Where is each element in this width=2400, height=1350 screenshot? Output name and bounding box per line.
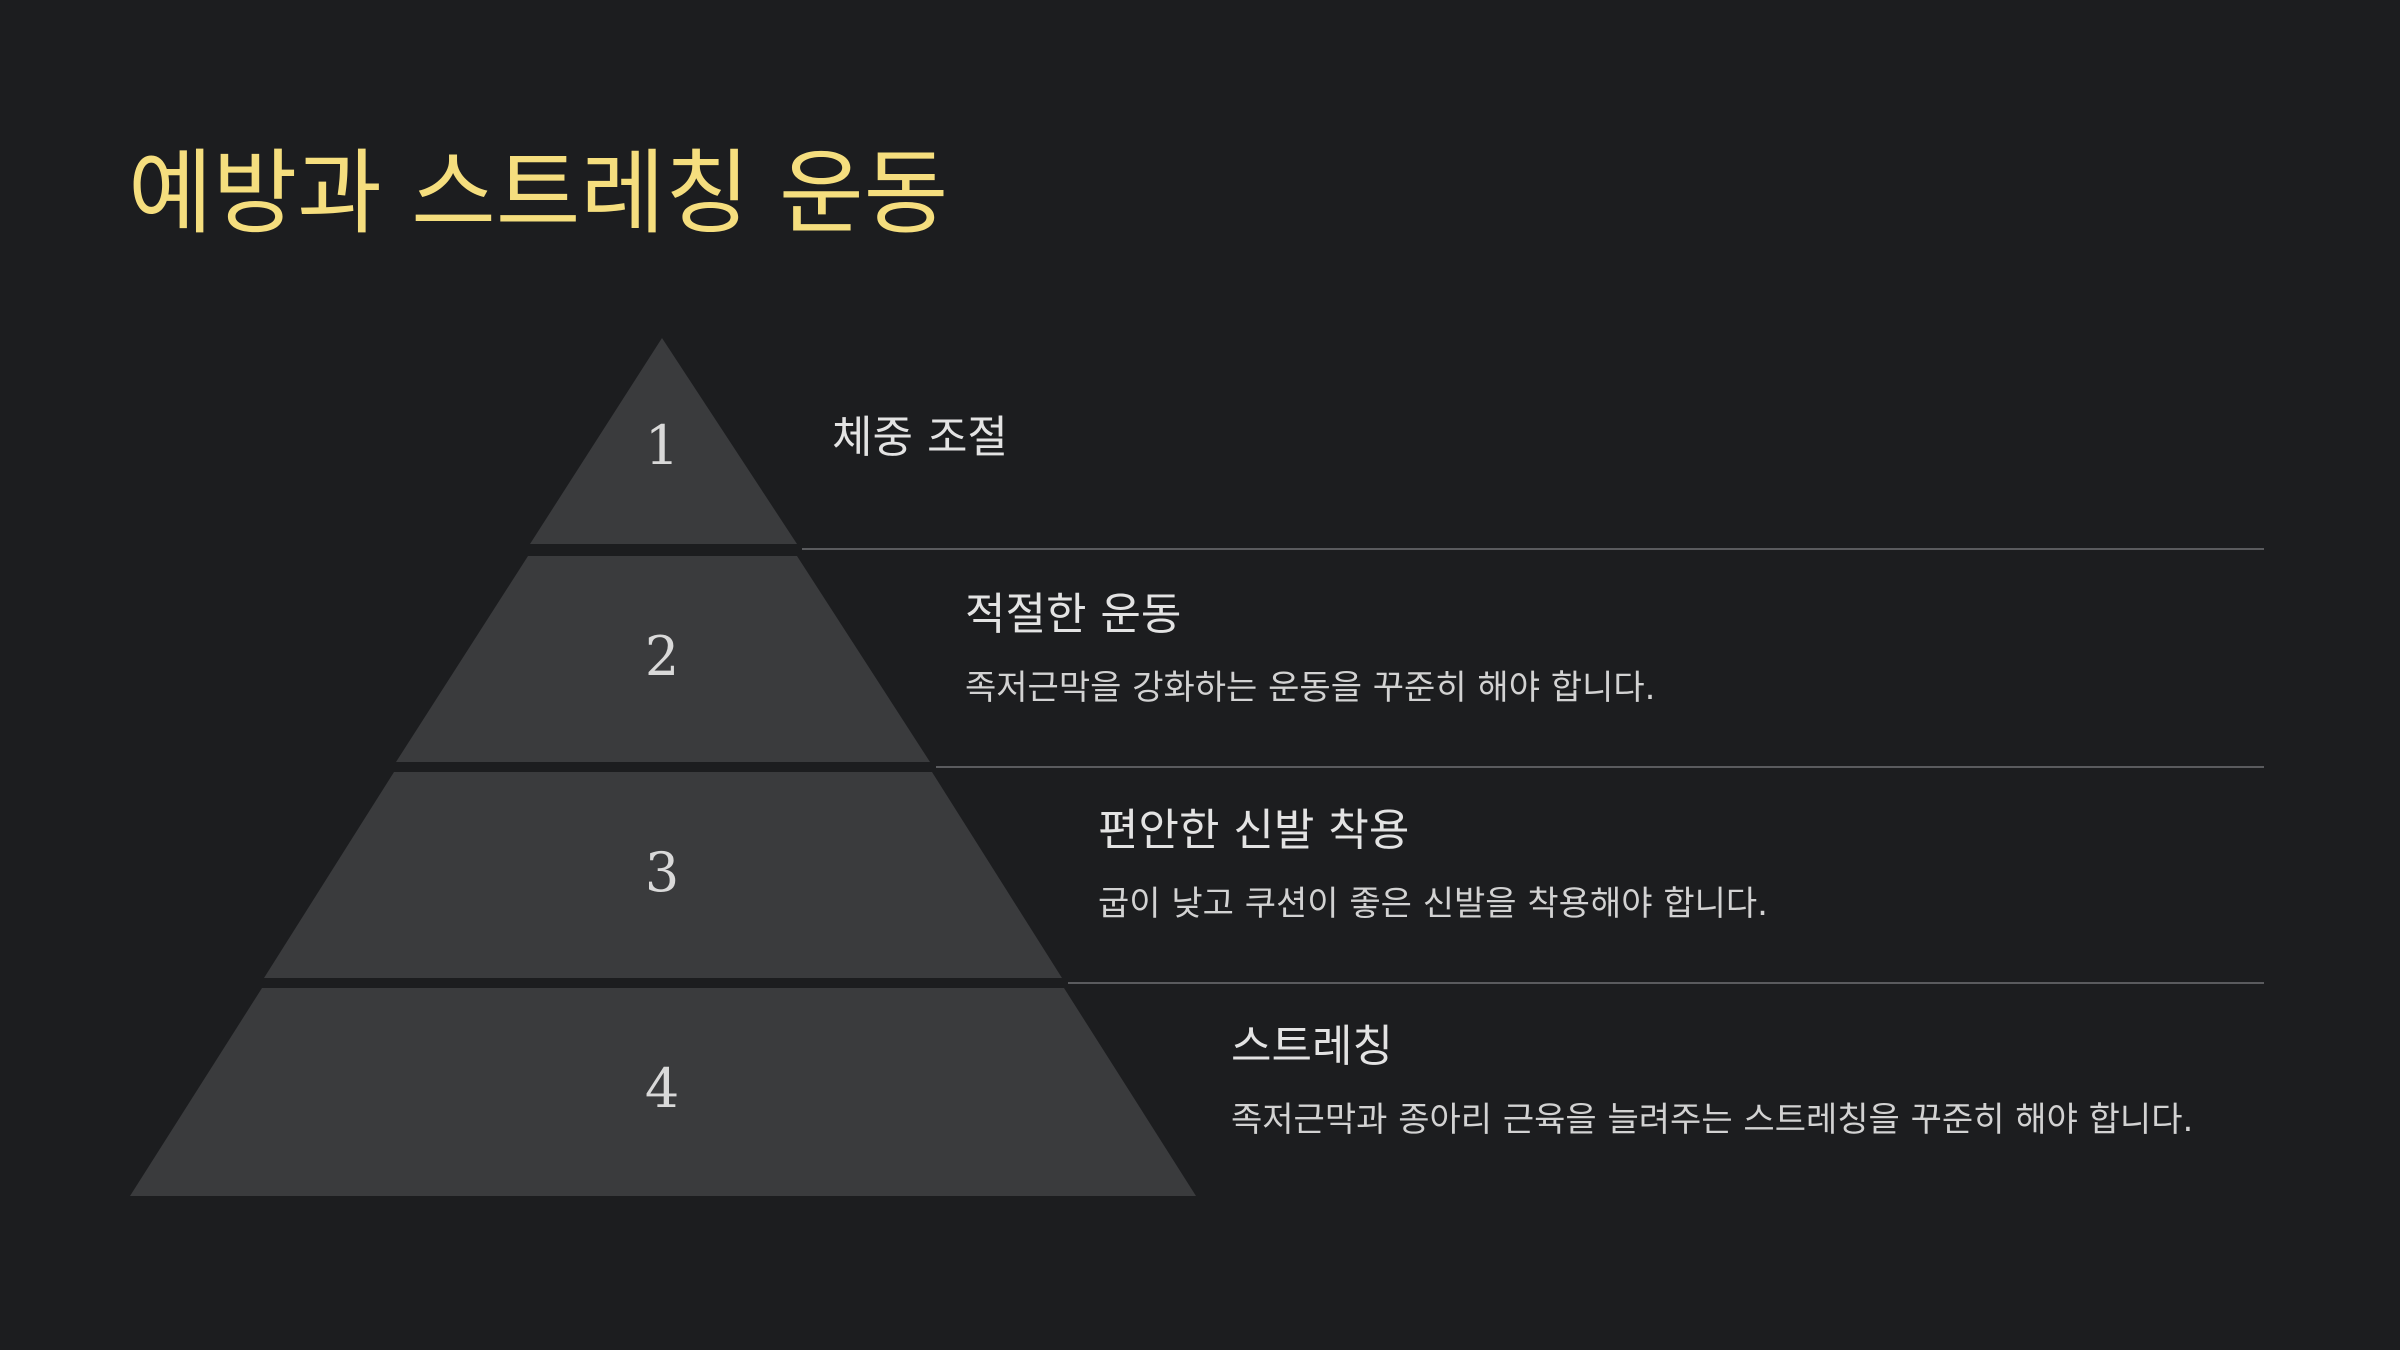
level-number: 3 bbox=[645, 841, 679, 904]
pyramid-tier-2 bbox=[396, 556, 930, 762]
level-description: 족저근막을 강화하는 운동을 꾸준히 해야 합니다. bbox=[965, 668, 1656, 708]
level-4-text: 스트레칭 족저근막과 종아리 근육을 늘려주는 스트레칭을 꾸준히 해야 합니다… bbox=[1231, 1021, 2194, 1140]
level-number: 2 bbox=[645, 625, 679, 688]
level-heading: 편안한 신발 착용 bbox=[1098, 805, 1410, 856]
pyramid-tier-4 bbox=[130, 988, 1196, 1196]
level-heading: 체중 조절 bbox=[832, 412, 1008, 463]
pyramid-tier-1 bbox=[530, 338, 797, 544]
level-number: 1 bbox=[645, 414, 679, 477]
level-1-text: 체중 조절 bbox=[832, 416, 1008, 460]
pyramid-tier-3 bbox=[264, 772, 1062, 978]
slide-title: 예방과 스트레칭 운동 bbox=[128, 140, 949, 247]
level-number: 4 bbox=[645, 1057, 679, 1120]
level-2-text: 적절한 운동 족저근막을 강화하는 운동을 꾸준히 해야 합니다. bbox=[965, 589, 1656, 708]
level-3-text: 편안한 신발 착용 굽이 낮고 쿠션이 좋은 신발을 착용해야 합니다. bbox=[1098, 805, 1768, 924]
level-description: 족저근막과 종아리 근육을 늘려주는 스트레칭을 꾸준히 해야 합니다. bbox=[1231, 1100, 2194, 1140]
level-heading: 적절한 운동 bbox=[965, 589, 1182, 640]
level-heading: 스트레칭 bbox=[1231, 1021, 1393, 1072]
level-description: 굽이 낮고 쿠션이 좋은 신발을 착용해야 합니다. bbox=[1098, 884, 1768, 924]
